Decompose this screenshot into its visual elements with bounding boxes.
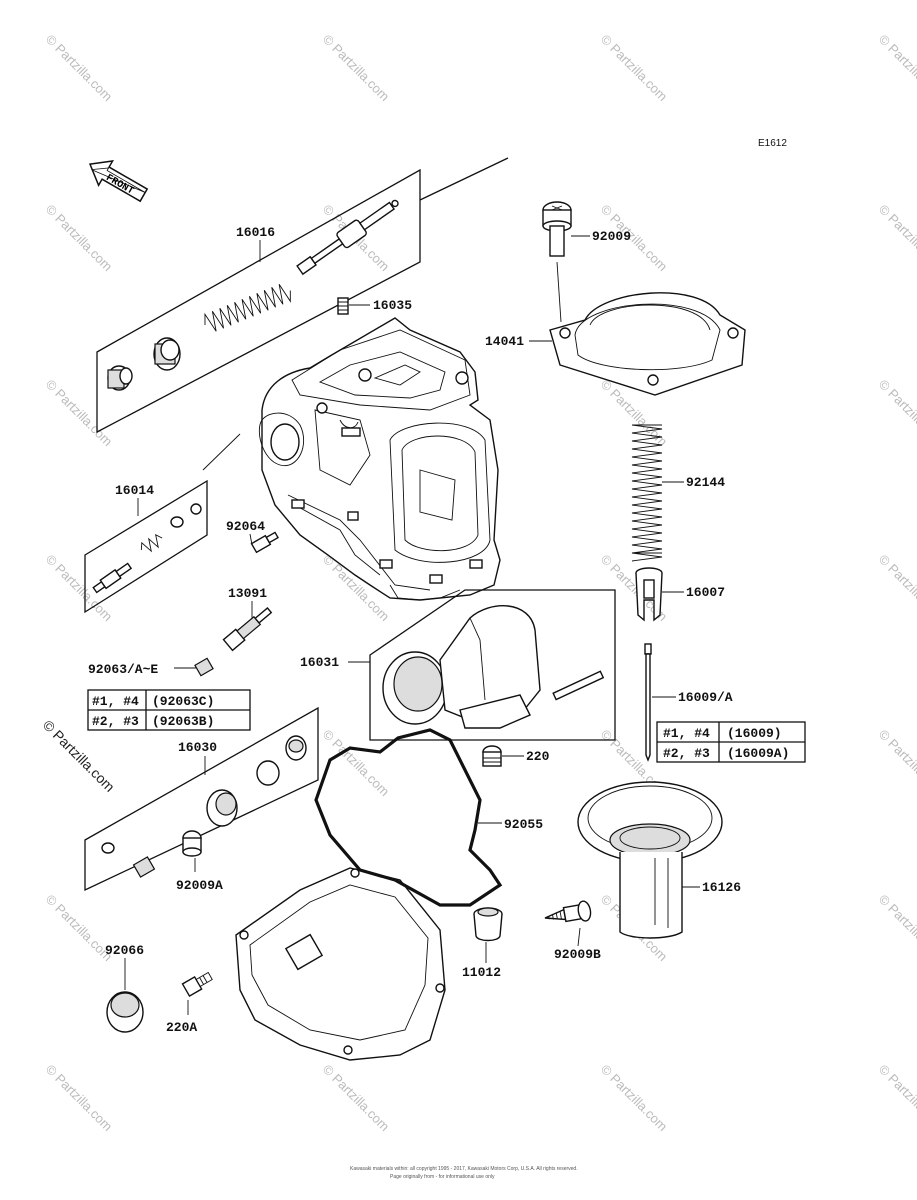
float-bowl: [235, 867, 446, 1061]
cap-11012: [473, 907, 503, 942]
table-left-part-1: (92063C): [152, 694, 214, 709]
watermark: © Partzilla.com: [876, 202, 917, 275]
spring-92144: [631, 424, 663, 562]
jet-92064: [250, 531, 279, 554]
table-left-part-2: (92063B): [152, 714, 214, 729]
part-label-14041: 14041: [485, 334, 524, 349]
table-right-part-2: (16009A): [727, 746, 789, 761]
watermark: © Partzilla.com: [43, 1062, 116, 1135]
gasket-92055: [314, 728, 503, 907]
part-label-220A: 220A: [166, 1020, 197, 1035]
table-right-part-1: (16009): [727, 726, 782, 741]
screw-92009B: [544, 900, 592, 923]
watermark: © Partzilla.com: [43, 202, 116, 275]
part-label-92066: 92066: [105, 943, 144, 958]
watermark: © Partzilla.com: [876, 32, 917, 105]
part-label-92009B: 92009B: [554, 947, 601, 962]
table-left-cyl-1: #1, #4: [92, 694, 139, 709]
watermark: © Partzilla.com: [320, 1062, 393, 1135]
part-label-16126: 16126: [702, 880, 741, 895]
watermark: © Partzilla.com: [598, 1062, 671, 1135]
watermark: © Partzilla.com: [876, 1062, 917, 1135]
watermark: © Partzilla.com: [876, 552, 917, 625]
table-16009: #1, #4 (16009) #2, #3 (16009A): [656, 721, 806, 763]
screw-220A: [181, 971, 213, 998]
part-label-16007: 16007: [686, 585, 725, 600]
watermark: © Partzilla.com: [598, 32, 671, 105]
watermark: © Partzilla.com: [876, 892, 917, 965]
diaphragm-16126: [577, 781, 723, 939]
part-label-220: 220: [526, 749, 550, 764]
part-label-92009A: 92009A: [176, 878, 223, 893]
part-label-16035: 16035: [373, 298, 412, 313]
part-label-16016: 16016: [236, 225, 275, 240]
holder-16007: [635, 567, 663, 622]
watermark: © Partzilla.com: [320, 727, 393, 800]
footer-note: Page originally from - for informational…: [390, 1174, 495, 1180]
kit-16014: [84, 479, 208, 614]
part-label-92144: 92144: [686, 475, 725, 490]
watermark: © Partzilla.com: [876, 727, 917, 800]
carburetor-body: [258, 317, 501, 601]
part-label-16014: 16014: [115, 483, 154, 498]
watermark: © Partzilla.com: [43, 32, 116, 105]
plug-220: [482, 745, 502, 767]
screw-92009A: [182, 830, 202, 857]
table-right-cyl-2: #2, #3: [663, 746, 710, 761]
table-92063: #1, #4 (92063C) #2, #3 (92063B): [87, 689, 251, 731]
kit-16031: [369, 589, 616, 741]
part-label-16009A: 16009/A: [678, 690, 733, 705]
footer-copyright: Kawasaki materials within: all copyright…: [350, 1166, 578, 1172]
jet-92063: [194, 657, 214, 677]
jet-16035: [337, 297, 349, 315]
table-right-cyl-1: #1, #4: [663, 726, 710, 741]
part-label-92064: 92064: [226, 519, 265, 534]
part-label-16031: 16031: [300, 655, 339, 670]
cap-92066: [106, 991, 144, 1033]
watermark: © Partzilla.com: [876, 377, 917, 450]
diagram-code: E1612: [758, 138, 787, 149]
screw-92009: [542, 201, 572, 257]
part-label-13091: 13091: [228, 586, 267, 601]
part-label-16030: 16030: [178, 740, 217, 755]
part-label-92009: 92009: [592, 229, 631, 244]
part-label-92055: 92055: [504, 817, 543, 832]
watermark: © Partzilla.com: [43, 377, 116, 450]
watermark: © Partzilla.com: [320, 32, 393, 105]
part-label-92063: 92063/A~E: [88, 662, 158, 677]
kit-16016: [96, 157, 509, 471]
needle-16009: [644, 643, 652, 762]
part-label-11012: 11012: [462, 965, 501, 980]
table-left-cyl-2: #2, #3: [92, 714, 139, 729]
front-arrow-icon: FRONT: [88, 160, 149, 203]
needle-jet-13091: [222, 607, 273, 652]
cover-14041: [549, 292, 746, 396]
kit-16030: [84, 706, 319, 892]
